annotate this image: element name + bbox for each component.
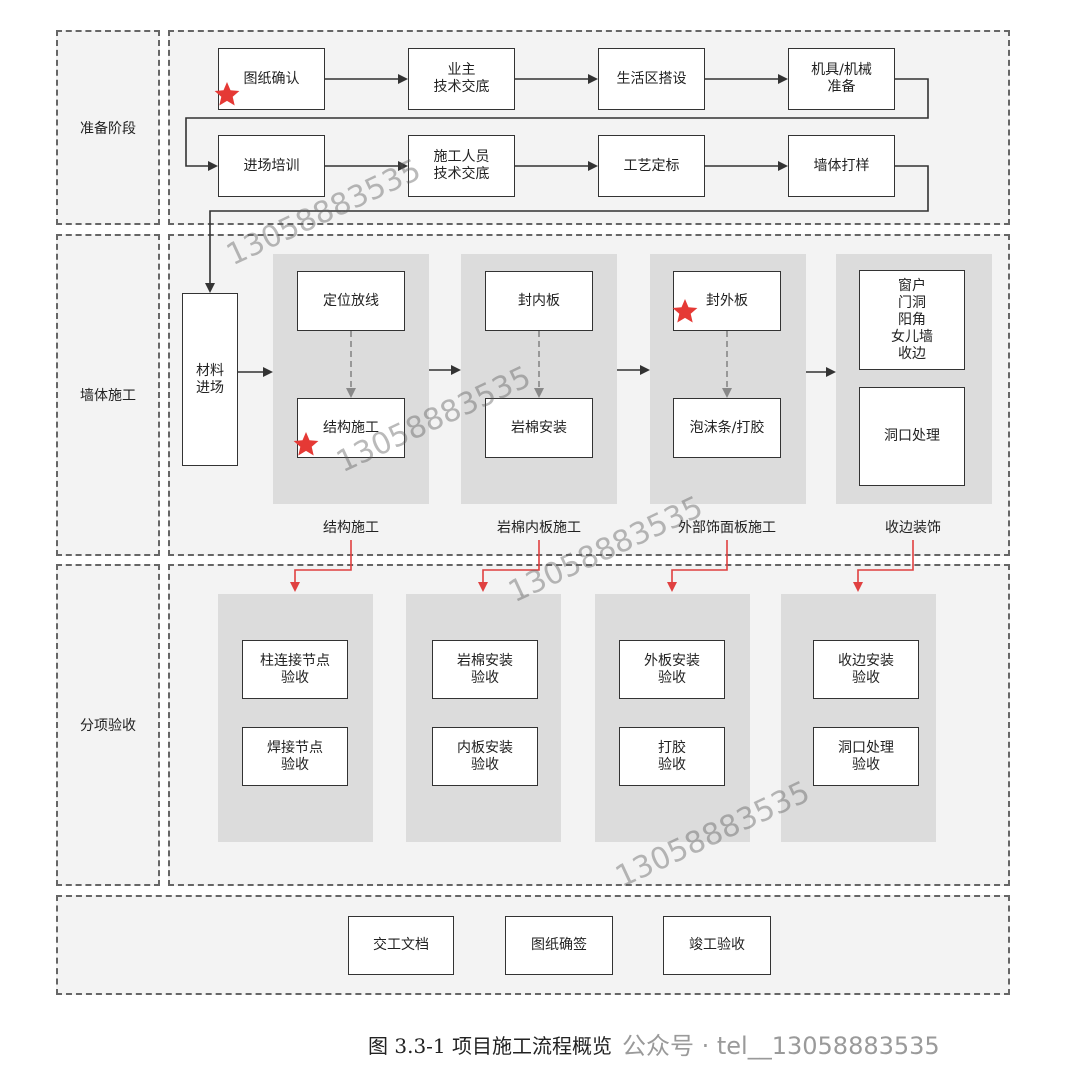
lane-wall-text: 墙体施工 (80, 388, 136, 404)
wall-group-2-label: 岩棉内板施工 (497, 520, 581, 536)
wall-group-4-top: 窗户 门洞 阳角 女儿墙 收边 (859, 270, 965, 370)
wall-group-1-top: 定位放线 (297, 271, 405, 331)
inspect-group-bg-4 (781, 594, 936, 842)
arrow-wrap-2 (205, 165, 929, 293)
figure-caption: 图 3.3-1 项目施工流程概览 (368, 1034, 613, 1058)
step-material-entry: 材料 进场 (182, 293, 238, 466)
step-wall-sample: 墙体打样 (788, 135, 895, 197)
star-icon (672, 299, 698, 323)
final-drawing-signoff: 图纸确签 (505, 916, 613, 975)
inspect-3-top: 外板安装 验收 (619, 640, 725, 699)
step-site-training: 进场培训 (218, 135, 325, 197)
wall-group-4-bottom: 洞口处理 (859, 387, 965, 486)
lane-inspect-text: 分项验收 (80, 718, 136, 734)
inspect-1-top: 柱连接节点 验收 (242, 640, 348, 699)
inspect-2-top: 岩棉安装 验收 (432, 640, 538, 699)
red-arrow-4 (853, 540, 914, 592)
lane-label-prep: 准备阶段 (56, 30, 160, 225)
step-living-area: 生活区搭设 (598, 48, 705, 110)
wall-group-1-label: 结构施工 (323, 520, 379, 536)
watermark-footer: 公众号 · tel__13058883535 (622, 1032, 940, 1060)
inspect-group-bg-1 (218, 594, 373, 842)
wall-group-2-bottom: 岩棉安装 (485, 398, 593, 458)
inspect-1-bottom: 焊接节点 验收 (242, 727, 348, 786)
inspect-4-top: 收边安装 验收 (813, 640, 919, 699)
lane-label-inspect: 分项验收 (56, 564, 160, 886)
red-arrow-3 (667, 540, 728, 592)
star-icon (293, 432, 319, 456)
wall-group-1-bottom: 结构施工 (297, 398, 405, 458)
wall-group-2-top: 封内板 (485, 271, 593, 331)
inspect-group-bg-3 (595, 594, 750, 842)
step-drawing-confirm: 图纸确认 (218, 48, 325, 110)
lane-prep-text: 准备阶段 (80, 120, 136, 137)
step-equipment: 机具/机械 准备 (788, 48, 895, 110)
step-process-standard: 工艺定标 (598, 135, 705, 197)
wall-group-3-label: 外部饰面板施工 (678, 520, 776, 536)
red-arrow-2 (478, 540, 540, 592)
final-handover-docs: 交工文档 (348, 916, 454, 975)
red-arrow-1 (290, 540, 352, 592)
arrow-wrap-1 (185, 78, 929, 171)
star-icon (214, 82, 240, 106)
inspect-group-bg-2 (406, 594, 561, 842)
inspect-3-bottom: 打胶 验收 (619, 727, 725, 786)
inspect-2-bottom: 内板安装 验收 (432, 727, 538, 786)
wall-group-4-label: 收边装饰 (885, 520, 941, 536)
inspect-4-bottom: 洞口处理 验收 (813, 727, 919, 786)
final-completion-acceptance: 竣工验收 (663, 916, 771, 975)
lane-label-wall: 墙体施工 (56, 234, 160, 556)
step-owner-briefing: 业主 技术交底 (408, 48, 515, 110)
wall-group-3-bottom: 泡沫条/打胶 (673, 398, 781, 458)
step-crew-briefing: 施工人员 技术交底 (408, 135, 515, 197)
